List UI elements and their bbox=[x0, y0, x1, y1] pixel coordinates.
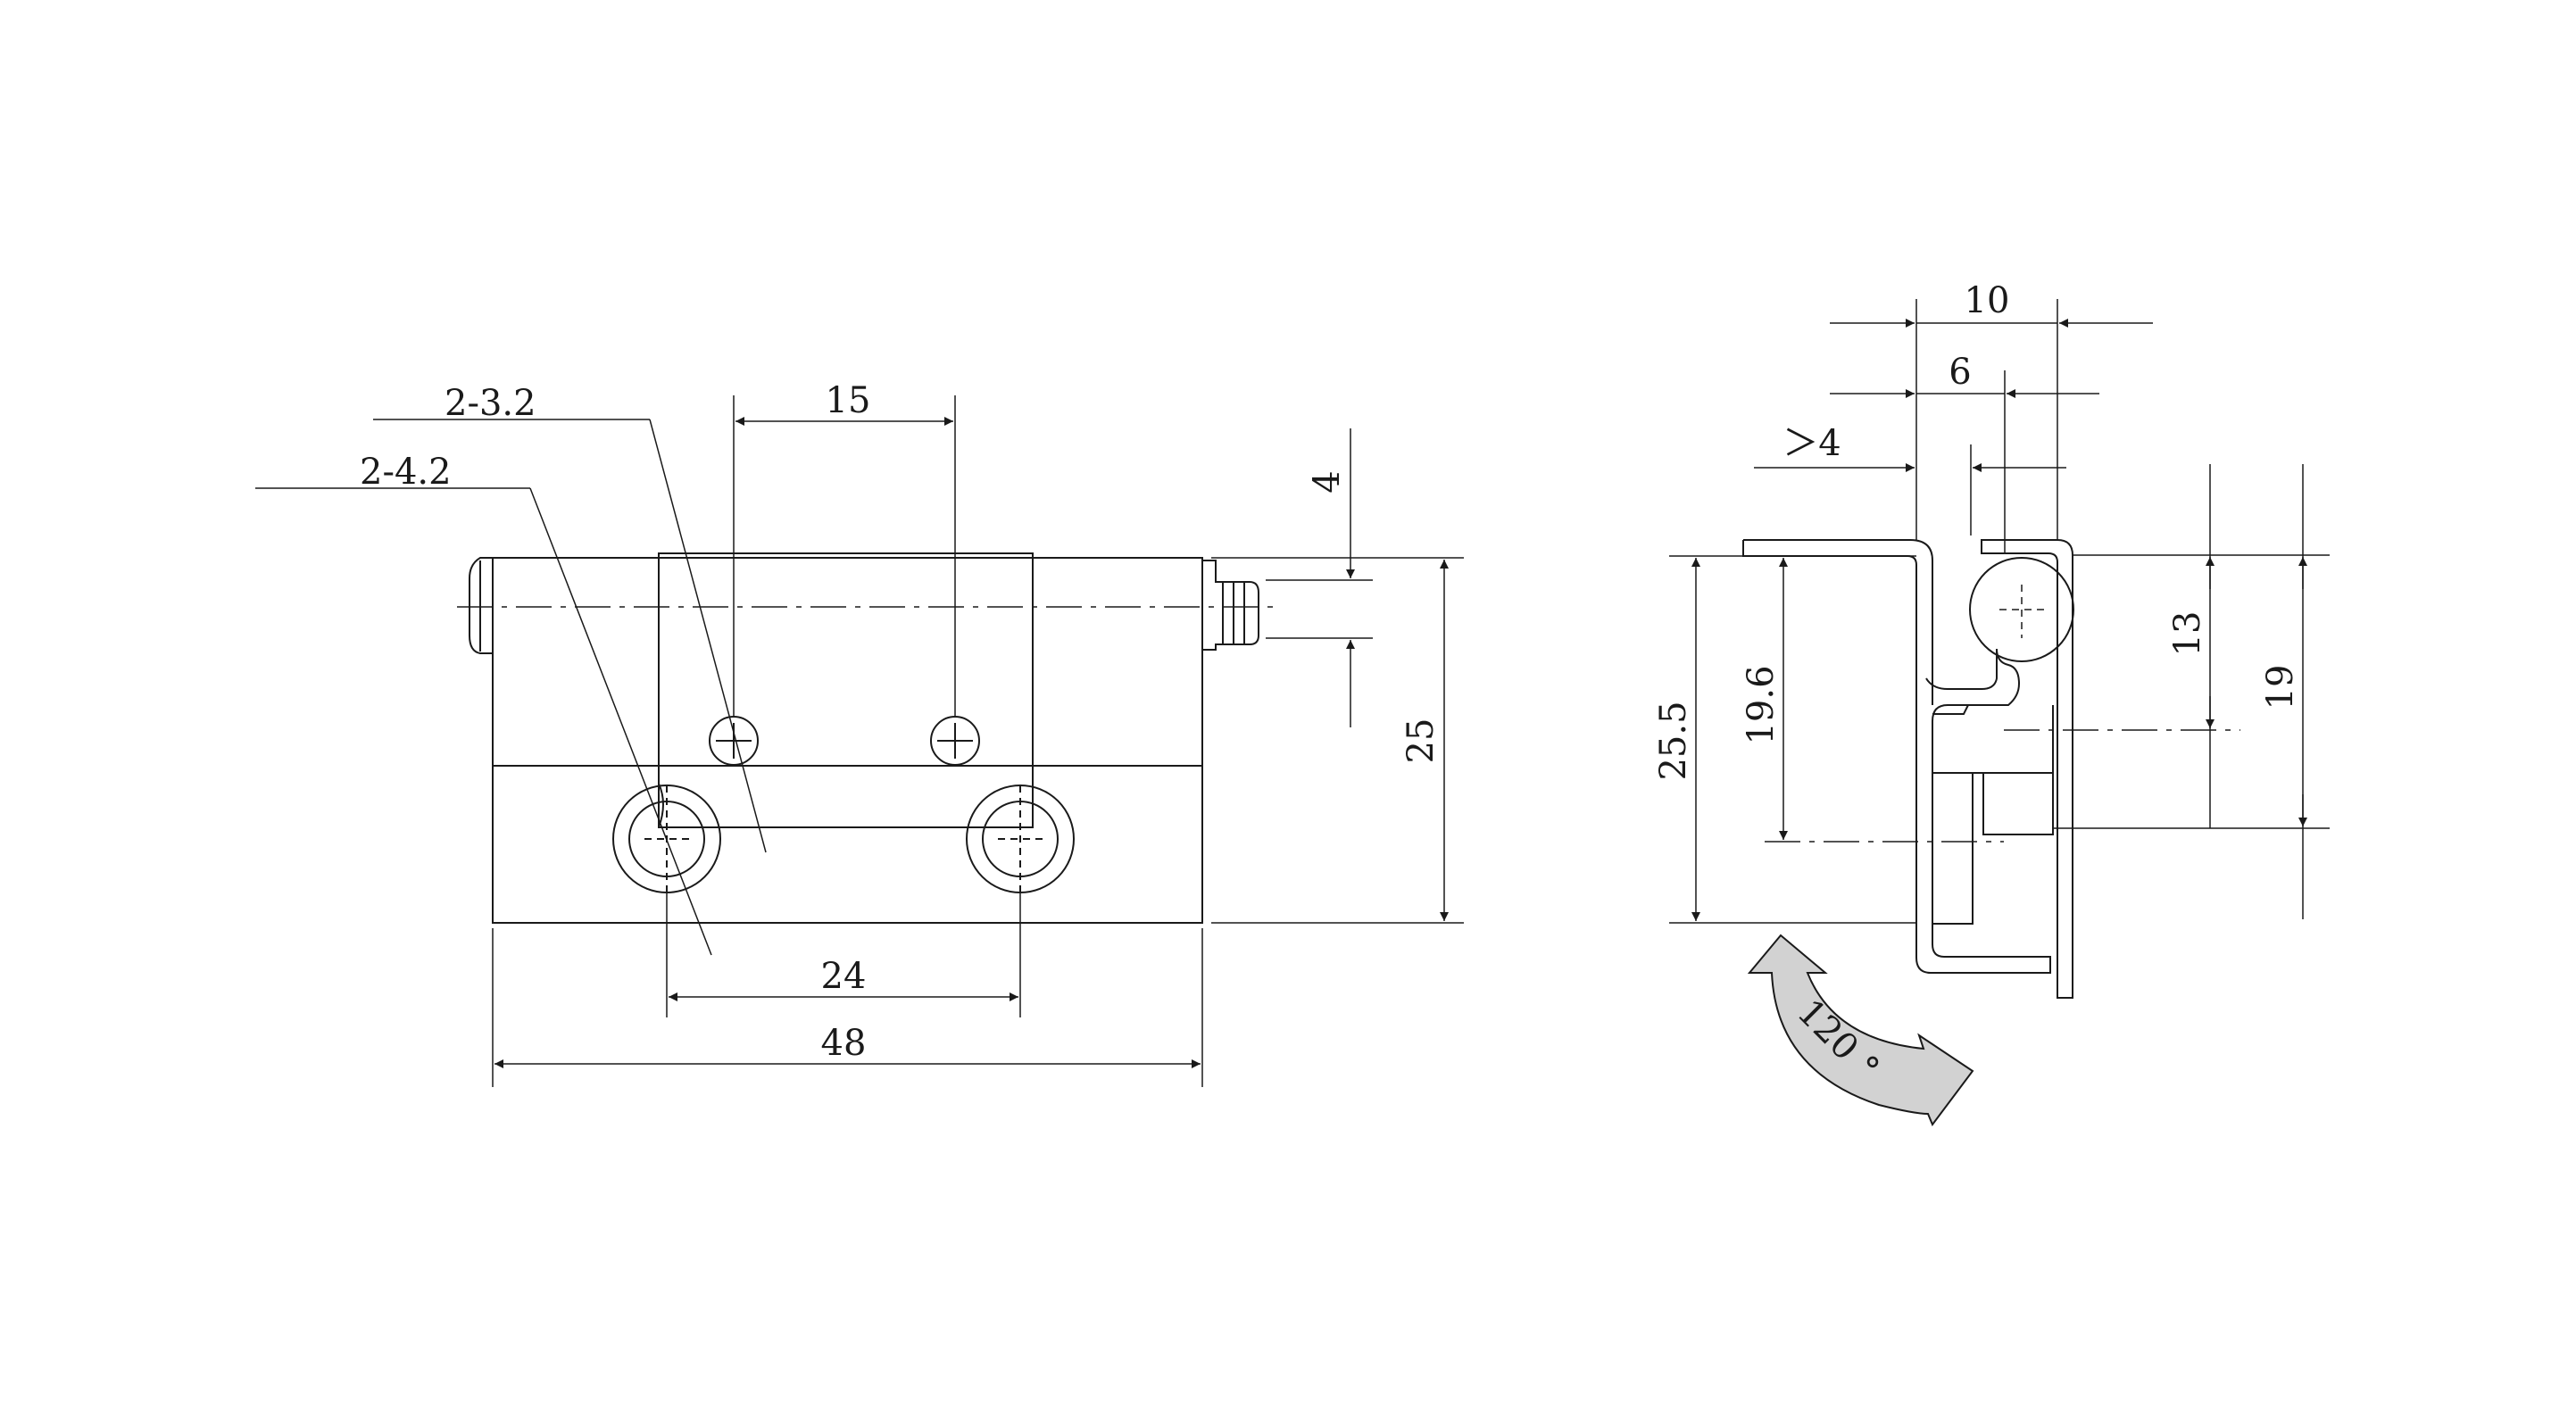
dim-text-19.6: 19.6 bbox=[1741, 665, 1782, 744]
dim-text-25.5: 25.5 bbox=[1653, 701, 1694, 780]
dim-text-4: 4 bbox=[1307, 470, 1348, 493]
left-leaf-top-bend bbox=[1743, 539, 1933, 705]
leader-2-3.2-diagonal bbox=[649, 419, 767, 853]
dim-text-48: 48 bbox=[821, 1023, 867, 1064]
right-leaf-profile bbox=[1981, 539, 2073, 999]
dim-text-gap: ＞4 bbox=[1782, 423, 1841, 464]
dim-text-13: 13 bbox=[2167, 611, 2208, 657]
dim-text-15: 15 bbox=[826, 380, 871, 421]
dim-text-10: 10 bbox=[1965, 280, 2010, 321]
side-view bbox=[1669, 299, 2330, 1126]
pin-right-end bbox=[1202, 560, 1259, 651]
dim-text-6: 6 bbox=[1949, 352, 1971, 393]
leader-2-4.2-diagonal bbox=[529, 487, 712, 956]
left-leaf-profile bbox=[1742, 540, 2051, 974]
label-2-4.2: 2-4.2 bbox=[360, 452, 452, 493]
dim-text-24: 24 bbox=[821, 956, 867, 997]
middle-leaf bbox=[658, 552, 1034, 828]
step-lower bbox=[1932, 773, 1974, 925]
dim-text-25: 25 bbox=[1400, 718, 1442, 764]
dim-text-19: 19 bbox=[2260, 665, 2301, 710]
hinge-body bbox=[492, 557, 1203, 924]
front-view bbox=[255, 395, 1464, 1087]
label-2-3.2: 2-3.2 bbox=[445, 383, 536, 424]
middle-step-profile bbox=[1932, 704, 2054, 835]
rotation-arrow bbox=[1747, 934, 1974, 1126]
